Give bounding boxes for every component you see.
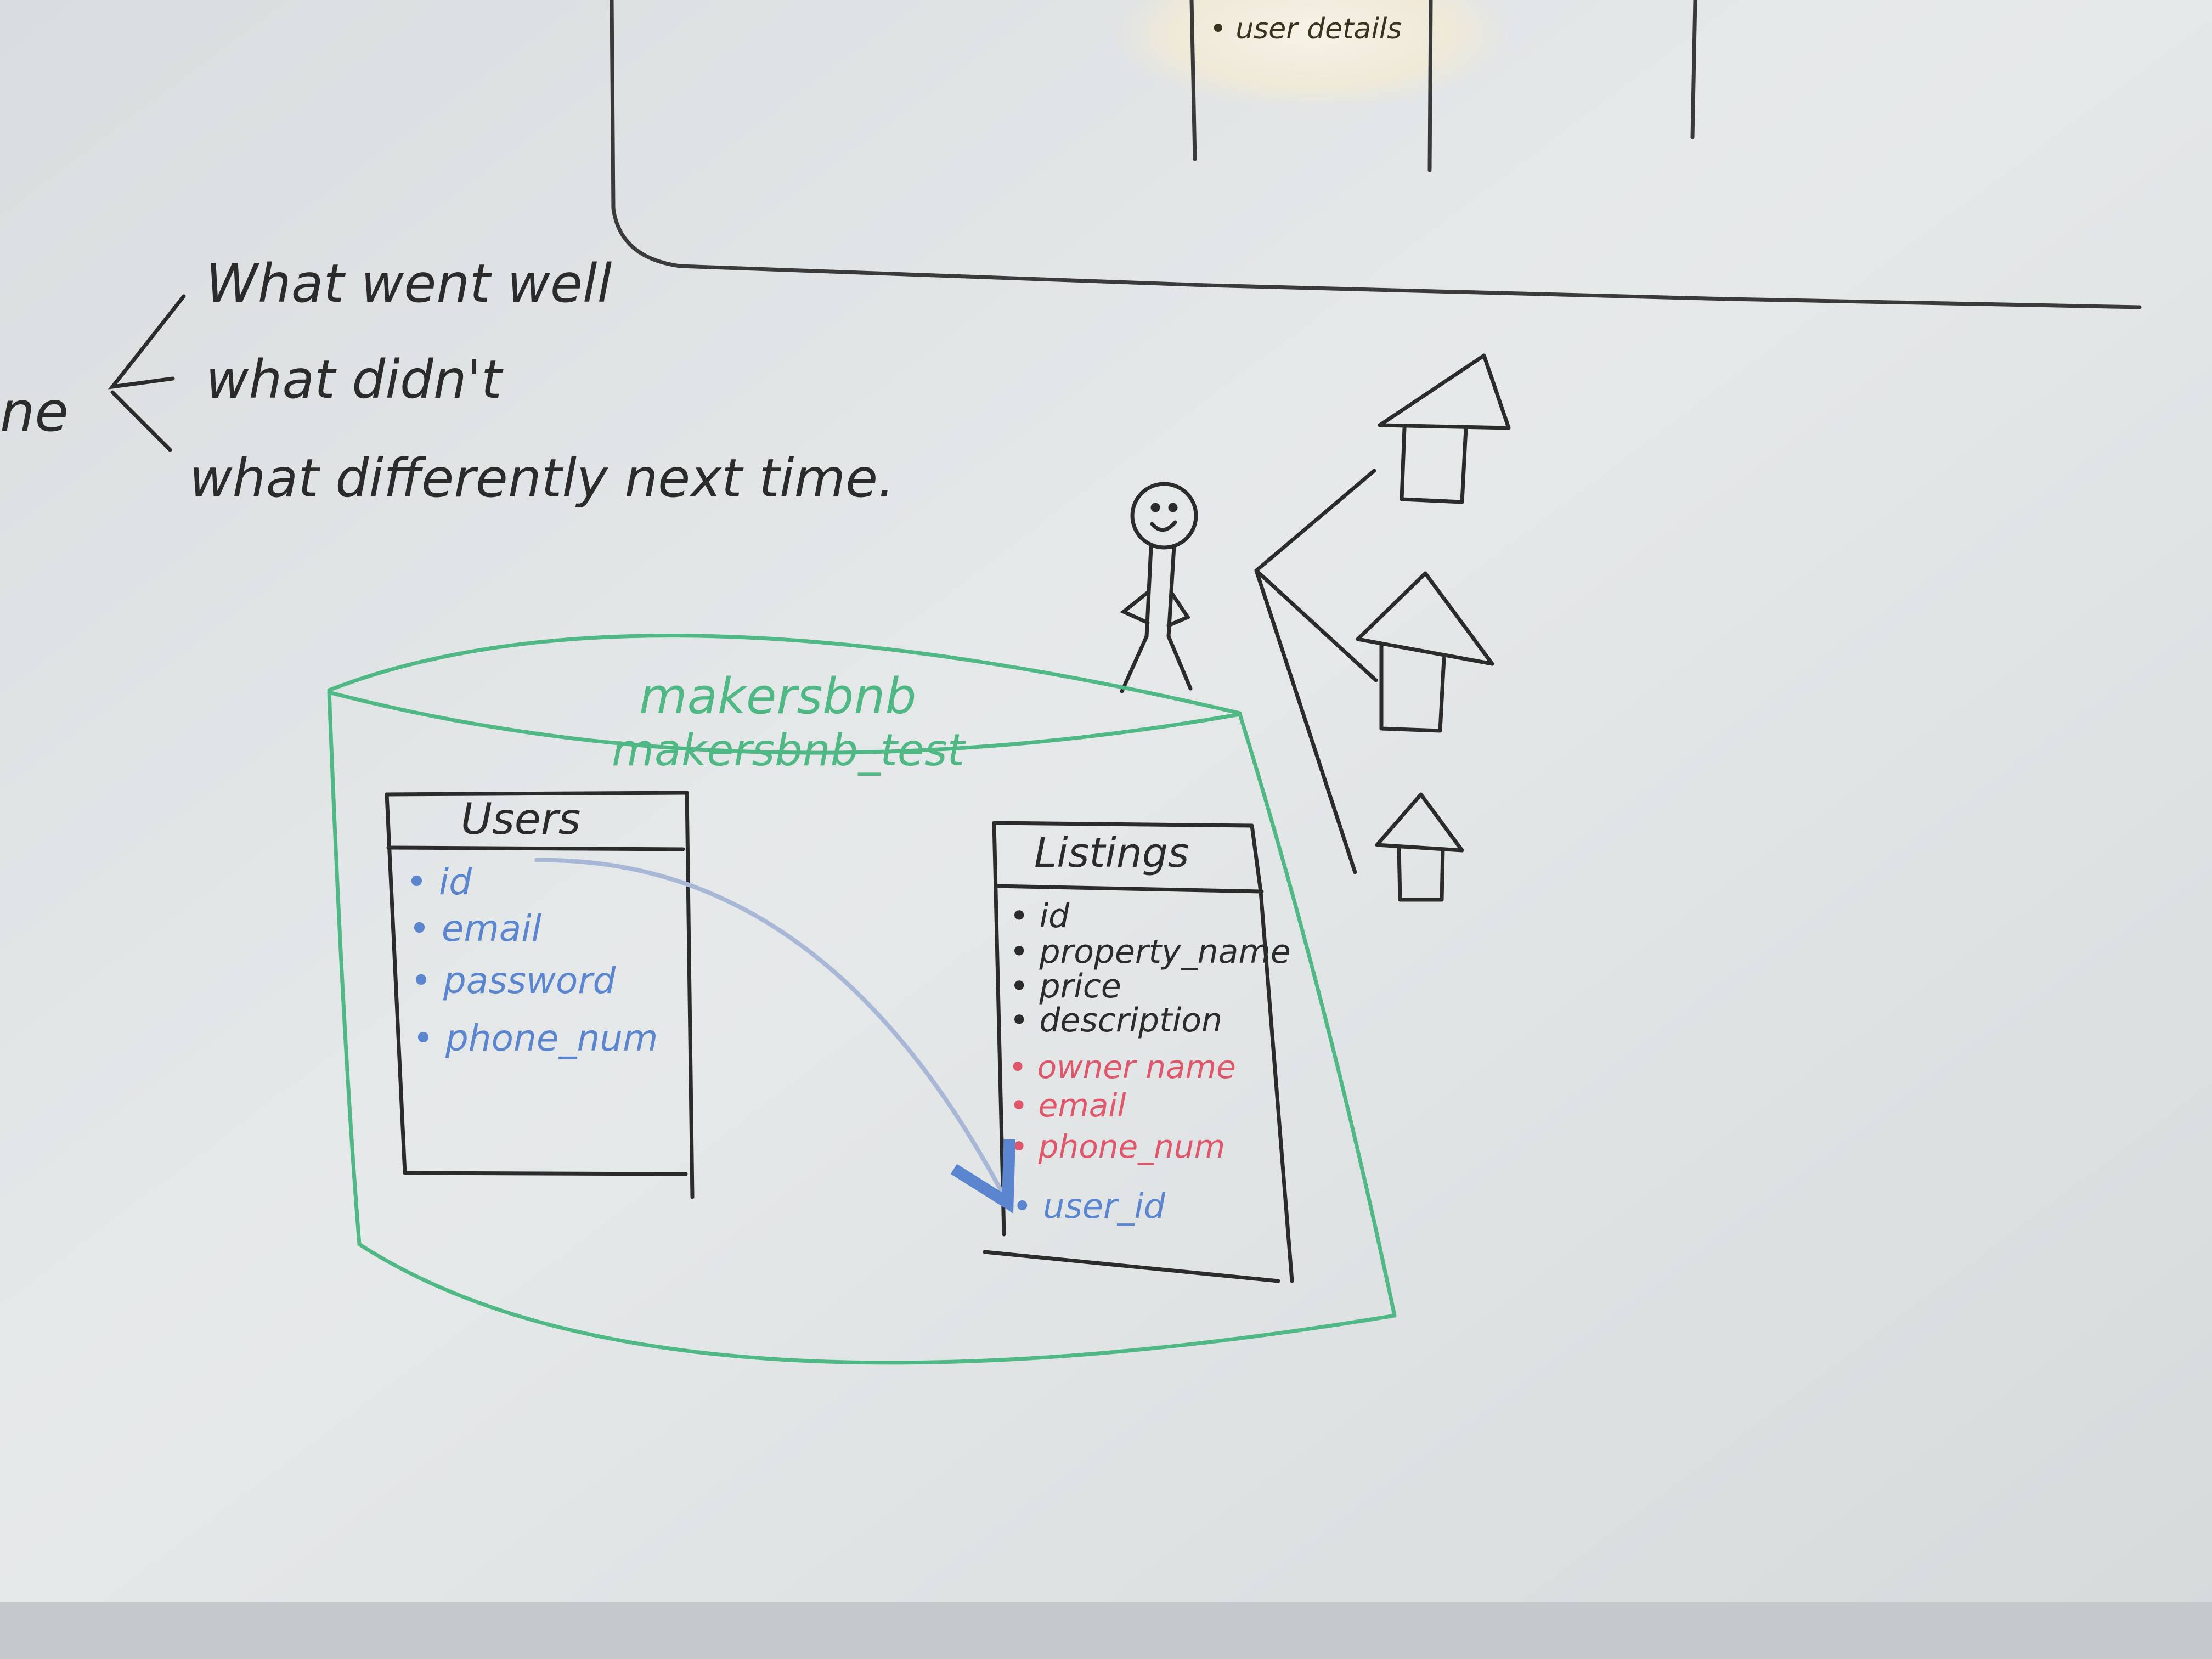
listings-owner-field: • phone_num [1009,1128,1225,1165]
house-icon [1378,353,1511,504]
listings-field: • property_name [1009,933,1291,971]
users-field: • id [406,861,472,903]
board-bottom-frame [0,1602,2212,1659]
users-fields: • id • email • password • phone_num [406,861,658,1059]
listings-fields: • id • property_name • price • descripti… [1009,897,1291,1040]
retro-item-went-well: What went well [206,253,612,314]
house-icon [1356,571,1494,733]
users-table [385,791,695,1199]
users-field: • phone_num [413,1017,658,1059]
listings-owner-field: • email [1009,1087,1126,1124]
listings-owner-field: • owner name [1008,1048,1236,1086]
house-icon [1375,792,1464,902]
listings-owner-fields: • owner name • email • phone_num [1008,1048,1236,1165]
oval-label: • user details [1210,13,1402,46]
stick-figure-icon [1120,482,1198,693]
foreign-key-arrow [534,857,1016,1214]
house-icon-group [1254,353,1511,902]
top-panel [610,0,2142,309]
retro-item-next-time: what differently next time. [189,448,895,509]
db-name-test: makersbnb_test [612,725,966,776]
retro-bracket [108,294,186,452]
listings-field: • price [1009,967,1121,1006]
retro-left-fragment: ne [0,380,69,444]
listings-table-title: Listings [1034,830,1189,877]
database-cylinder [327,634,1397,1365]
glare-oval [1114,0,1509,110]
listings-field: • id [1009,897,1070,935]
db-name-main: makersbnb [639,668,917,725]
users-field: • password [410,960,617,1002]
retro-item-didnt: what didn't [206,349,504,410]
users-field: • email [409,907,542,950]
listings-foreign-key-field: • user_id [1012,1186,1166,1226]
listings-field: • description [1009,1001,1222,1040]
users-table-title: Users [461,795,580,844]
